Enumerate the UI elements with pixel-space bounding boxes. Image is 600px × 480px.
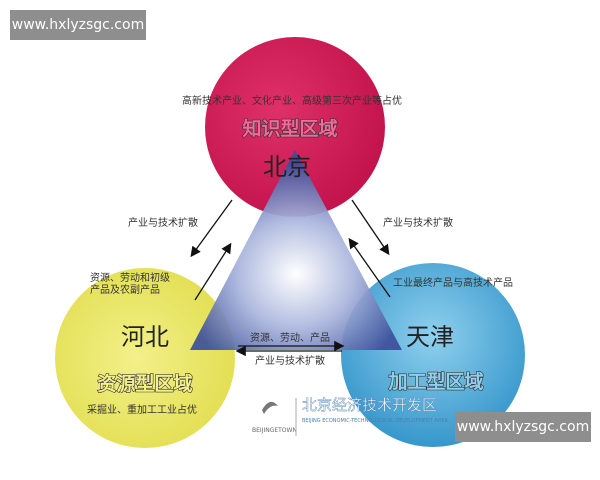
arrow-beijing-to-tianjin <box>351 199 390 256</box>
flow-hebei-to-beijing-line1: 资源、劳动和初级 <box>90 271 170 284</box>
tianjin-city-label: 天津 <box>406 323 454 351</box>
flow-hebei-to-beijing-line2: 产品及农副产品 <box>90 283 160 296</box>
watermark-bottom: www.hxlyzsgc.com <box>455 412 591 442</box>
development-area-logo: BEIJINGETOWN 北京经济技术开发区 BEIJING ECONOMIC-… <box>252 396 448 436</box>
tianjin-circle <box>341 263 525 447</box>
beijing-industries: 高新技术产业、文化产业、高级第三次产业等占优 <box>182 94 402 107</box>
beijing-city-label: 北京 <box>263 153 311 181</box>
hebei-industries: 采掘业、重加工工业占优 <box>87 403 197 416</box>
arrow-tianjin-to-beijing <box>348 237 391 298</box>
watermark-top: www.hxlyzsgc.com <box>10 10 146 40</box>
flow-tianjin-to-hebei: 产业与技术扩散 <box>255 354 325 367</box>
logo-mark-icon <box>262 401 278 414</box>
flow-hebei-to-tianjin: 资源、劳动、产品 <box>250 331 330 344</box>
logo-name: 北京经济技术开发区 <box>302 396 437 414</box>
arrow-beijing-to-hebei <box>190 199 233 258</box>
beijing-region-label: 知识型区域 <box>242 117 337 140</box>
hebei-region-label: 资源型区域 <box>97 372 192 395</box>
logo-left-mark: BEIJINGETOWN <box>252 427 297 434</box>
flow-tianjin-to-beijing: 工业最终产品与高技术产品 <box>393 276 513 289</box>
central-triangle <box>190 150 402 350</box>
tianjin-region-label: 加工型区域 <box>387 370 483 393</box>
arrow-hebei-to-beijing <box>194 242 232 301</box>
beijing-circle <box>205 37 385 217</box>
logo-subtitle: BEIJING ECONOMIC-TECHNOLOGICAL DEVELOPME… <box>302 418 448 424</box>
hebei-circle <box>55 268 235 448</box>
flow-beijing-to-tianjin: 产业与技术扩散 <box>383 216 453 229</box>
hebei-city-label: 河北 <box>121 323 169 351</box>
flow-beijing-to-hebei: 产业与技术扩散 <box>128 216 198 229</box>
